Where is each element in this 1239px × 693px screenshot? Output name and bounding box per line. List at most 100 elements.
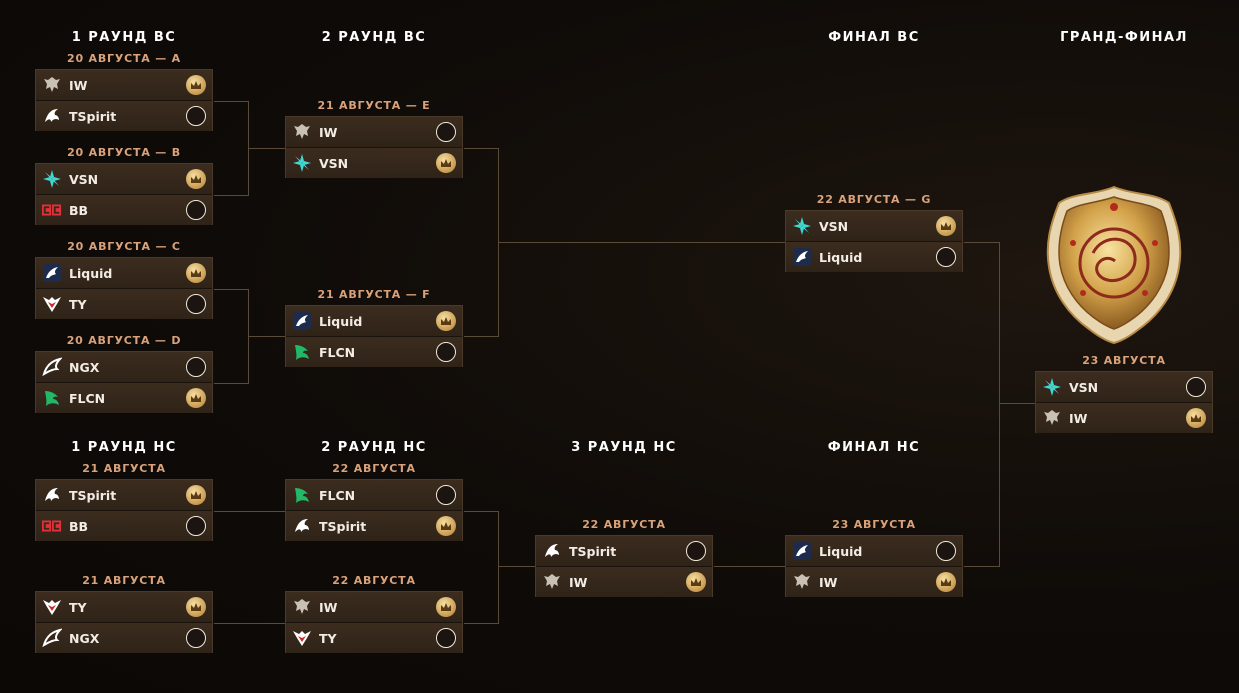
header-lb-round-2: 2 РАУНД НС — [321, 440, 427, 455]
header-ub-round-1: 1 РАУНД ВС — [71, 30, 177, 45]
team-name: IW — [319, 124, 338, 140]
bb-logo-icon — [42, 516, 62, 536]
match-f: Liquid FLCN — [285, 305, 463, 367]
match-lb1-b: TY NGX — [35, 591, 213, 653]
result-circle-icon — [1186, 377, 1206, 397]
match-lb3: TSpirit IW — [535, 535, 713, 597]
match-lb2-b: IW TY — [285, 591, 463, 653]
match-date: 21 АВГУСТА — [82, 574, 166, 587]
iw-logo-icon — [792, 572, 812, 592]
team-row[interactable]: VSN — [36, 164, 212, 194]
team-row[interactable]: NGX — [36, 622, 212, 653]
match-date: 20 АВГУСТА — A — [67, 52, 181, 65]
team-name: TY — [69, 296, 87, 312]
team-name: VSN — [319, 155, 349, 171]
team-row[interactable]: TSpirit — [286, 510, 462, 541]
match-a: IW TSpirit — [35, 69, 213, 131]
crown-icon — [436, 597, 456, 617]
liquid-logo-icon — [42, 263, 62, 283]
team-row[interactable]: IW — [536, 566, 712, 597]
team-row[interactable]: TY — [36, 288, 212, 319]
team-row[interactable]: Liquid — [286, 306, 462, 336]
connector — [214, 511, 285, 512]
team-row[interactable]: FLCN — [286, 480, 462, 510]
iw-logo-icon — [292, 597, 312, 617]
match-date: 21 АВГУСТА — [82, 462, 166, 475]
team-row[interactable]: TY — [286, 622, 462, 653]
liquid-logo-icon — [292, 311, 312, 331]
team-row[interactable]: Liquid — [786, 241, 962, 272]
ngx-logo-icon — [42, 357, 62, 377]
team-row[interactable]: IW — [36, 70, 212, 100]
match-date: 21 АВГУСТА — E — [317, 99, 431, 112]
liquid-logo-icon — [792, 247, 812, 267]
vsn-logo-icon — [1042, 377, 1062, 397]
team-row[interactable]: TSpirit — [36, 480, 212, 510]
connector — [464, 336, 499, 337]
flcn-logo-icon — [292, 485, 312, 505]
result-circle-icon — [186, 628, 206, 648]
team-name: FLCN — [319, 487, 356, 503]
crown-icon — [186, 485, 206, 505]
team-row[interactable]: IW — [286, 592, 462, 622]
match-date: 21 АВГУСТА — F — [317, 288, 431, 301]
tspirit-logo-icon — [42, 485, 62, 505]
connector — [214, 623, 285, 624]
team-name: Liquid — [319, 313, 363, 329]
result-circle-icon — [436, 485, 456, 505]
tspirit-logo-icon — [542, 541, 562, 561]
crown-icon — [436, 311, 456, 331]
match-date: 22 АВГУСТА — [332, 462, 416, 475]
team-row[interactable]: VSN — [1036, 372, 1212, 402]
crown-icon — [936, 216, 956, 236]
match-g: VSN Liquid — [785, 210, 963, 272]
match-date: 20 АВГУСТА — B — [67, 146, 181, 159]
team-row[interactable]: FLCN — [36, 382, 212, 413]
team-name: VSN — [1069, 379, 1099, 395]
team-name: VSN — [819, 218, 849, 234]
team-row[interactable]: NGX — [36, 352, 212, 382]
connector — [248, 336, 285, 337]
vsn-logo-icon — [792, 216, 812, 236]
team-row[interactable]: FLCN — [286, 336, 462, 367]
header-lb-round-1: 1 РАУНД НС — [71, 440, 177, 455]
team-row[interactable]: Liquid — [36, 258, 212, 288]
connector — [214, 101, 249, 102]
team-name: IW — [1069, 410, 1088, 426]
team-row[interactable]: IW — [786, 566, 962, 597]
crown-icon — [186, 263, 206, 283]
team-row[interactable]: Liquid — [786, 536, 962, 566]
connector — [999, 242, 1000, 567]
crown-icon — [186, 388, 206, 408]
team-row[interactable]: TSpirit — [536, 536, 712, 566]
match-e: IW VSN — [285, 116, 463, 178]
team-row[interactable]: BB — [36, 194, 212, 225]
result-circle-icon — [186, 516, 206, 536]
team-name: IW — [69, 77, 88, 93]
aegis-trophy-icon — [1046, 185, 1182, 345]
crown-icon — [186, 597, 206, 617]
iw-logo-icon — [42, 75, 62, 95]
team-row[interactable]: IW — [1036, 402, 1212, 433]
team-row[interactable]: BB — [36, 510, 212, 541]
match-d: NGX FLCN — [35, 351, 213, 413]
connector — [964, 242, 1000, 243]
connector — [964, 566, 1000, 567]
team-row[interactable]: IW — [286, 117, 462, 147]
crown-icon — [186, 169, 206, 189]
team-row[interactable]: TY — [36, 592, 212, 622]
team-name: Liquid — [819, 249, 863, 265]
tspirit-logo-icon — [292, 516, 312, 536]
team-name: NGX — [69, 630, 100, 646]
match-date: 22 АВГУСТА — [332, 574, 416, 587]
team-name: Liquid — [819, 543, 863, 559]
vsn-logo-icon — [292, 153, 312, 173]
team-row[interactable]: TSpirit — [36, 100, 212, 131]
team-name: TY — [69, 599, 87, 615]
team-row[interactable]: VSN — [786, 211, 962, 241]
result-circle-icon — [436, 342, 456, 362]
team-name: BB — [69, 518, 89, 534]
team-row[interactable]: VSN — [286, 147, 462, 178]
team-name: IW — [819, 574, 838, 590]
team-name: NGX — [69, 359, 100, 375]
